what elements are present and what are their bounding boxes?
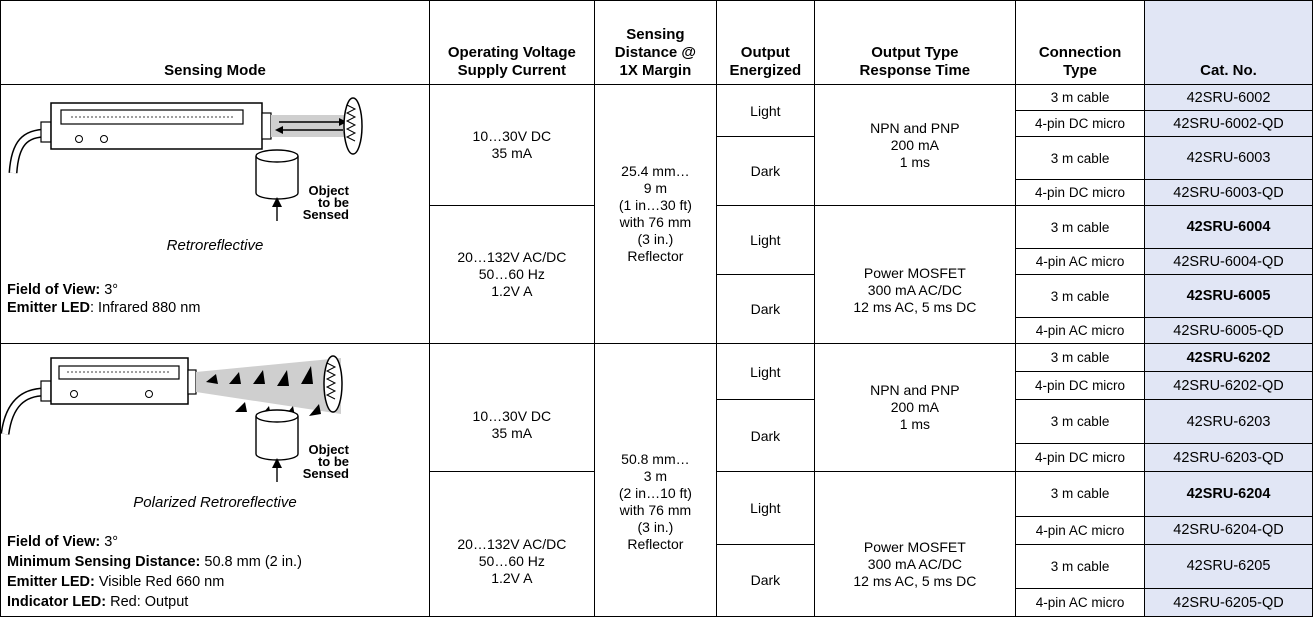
sensing-mode-cell: Object to be Sensed Retroreflective Fiel… (0, 84, 431, 344)
table-row: Object to be Sensed Polarized Retrorefle… (0, 342, 1313, 617)
connection-cell: 4-pin DC micro (1015, 443, 1146, 473)
catno-cell: 42SRU-6004 (1144, 205, 1313, 249)
product-table: Sensing Mode Operating Voltage Supply Cu… (0, 0, 1313, 618)
energized-cell: Dark (716, 398, 815, 473)
catno-cell: 42SRU-6202 (1144, 343, 1313, 372)
catno-cell: 42SRU-6002-QD (1144, 110, 1313, 137)
connection-cell: 4-pin AC micro (1015, 248, 1146, 275)
spec-emitter-led: Emitter LED: Infrared 880 nm (7, 300, 201, 316)
output-type-cell: NPN and PNP 200 mA 1 ms (813, 84, 1017, 206)
table-row: 4-pin AC micro 42SRU-6205-QD (1, 588, 1313, 617)
mode-name: Retroreflective (166, 237, 264, 254)
connection-cell: 3 m cable (1015, 471, 1146, 517)
table-row: 4-pin AC micro 42SRU-6204-QD (1, 515, 1313, 545)
polarized-retroreflective-diagram-icon (1, 355, 343, 482)
connection-cell: 4-pin AC micro (1015, 588, 1146, 617)
connection-cell: 4-pin AC micro (1015, 317, 1146, 344)
header-voltage: Operating Voltage Supply Current (429, 0, 595, 85)
catno-cell: 42SRU-6005 (1144, 274, 1313, 318)
sensing-mode-cell: Object to be Sensed Polarized Retrorefle… (0, 343, 431, 617)
voltage-cell: 20…132V AC/DC 50…60 Hz 1.2V A (429, 205, 595, 344)
output-type-cell: Power MOSFET 300 mA AC/DC 12 ms AC, 5 ms… (813, 471, 1017, 617)
header-sensing-mode: Sensing Mode (0, 0, 431, 85)
energized-cell: Light (716, 84, 815, 137)
header-connection: Connection Type (1015, 0, 1146, 85)
object-label: Object to be Sensed (302, 183, 349, 222)
connection-cell: 4-pin DC micro (1015, 110, 1146, 137)
table-row: 4-pin AC micro 42SRU-6005-QD (1, 317, 1313, 344)
table-row: Object to be Sensed Retroreflective Fiel… (0, 84, 1313, 344)
retroreflective-diagram-icon (8, 97, 363, 221)
connection-cell: 3 m cable (1015, 543, 1146, 590)
catno-cell: 42SRU-6203-QD (1144, 443, 1313, 473)
catno-cell: 42SRU-6205 (1144, 543, 1313, 590)
header-distance: Sensing Distance @ 1X Margin (593, 0, 718, 85)
header-energized: Output Energized (716, 0, 815, 85)
table-row: 4-pin DC micro 42SRU-6002-QD (1, 110, 1313, 137)
voltage-cell: 10…30V DC 35 mA (429, 84, 595, 206)
spec-field-of-view: Field of View: 3° (7, 534, 119, 550)
energized-cell: Dark (716, 543, 815, 618)
mode-name: Polarized Retroreflective (133, 494, 297, 511)
table-row: 4-pin AC micro 42SRU-6004-QD (1, 248, 1313, 275)
energized-cell: Dark (716, 274, 815, 344)
energized-cell: Light (716, 471, 815, 545)
spec-indicator-led: Indicator LED: Red: Output (7, 594, 189, 610)
output-type-cell: Power MOSFET 300 mA AC/DC 12 ms AC, 5 ms… (813, 205, 1017, 344)
connection-cell: 4-pin AC micro (1015, 515, 1146, 545)
voltage-cell: 10…30V DC 35 mA (429, 342, 595, 473)
energized-cell: Light (716, 343, 815, 400)
energized-cell: Light (716, 205, 815, 275)
catno-cell: 42SRU-6203 (1144, 398, 1313, 445)
energized-cell: Dark (716, 136, 815, 206)
header-row: Sensing Mode Operating Voltage Supply Cu… (0, 0, 1313, 85)
spec-emitter-led: Emitter LED: Visible Red 660 nm (7, 574, 225, 590)
object-label: Object to be Sensed (302, 442, 349, 481)
catno-cell: 42SRU-6204-QD (1144, 515, 1313, 545)
table-row: Dark 3 m cable 42SRU-6203 (1, 398, 1313, 473)
table-row: Dark 3 m cable 42SRU-6003 (1, 136, 1313, 206)
table-row: 4-pin DC micro 42SRU-6003-QD (1, 179, 1313, 206)
connection-cell: 3 m cable (1015, 84, 1146, 111)
table-row: 4-pin DC micro 42SRU-6203-QD (1, 443, 1313, 473)
connection-cell: 3 m cable (1015, 398, 1146, 445)
connection-cell: 3 m cable (1015, 343, 1146, 372)
table-row: 4-pin DC micro 42SRU-6202-QD (1, 371, 1313, 400)
output-type-cell: NPN and PNP 200 mA 1 ms (813, 342, 1017, 473)
connection-cell: 3 m cable (1015, 136, 1146, 180)
catno-cell: 42SRU-6004-QD (1144, 248, 1313, 275)
table-row: Dark 3 m cable 42SRU-6005 (1, 274, 1313, 344)
connection-cell: 4-pin DC micro (1015, 371, 1146, 400)
table-row: Dark 3 m cable 42SRU-6205 (1, 543, 1313, 618)
voltage-cell: 20…132V AC/DC 50…60 Hz 1.2V A (429, 471, 595, 617)
catno-cell: 42SRU-6202-QD (1144, 371, 1313, 400)
distance-cell: 50.8 mm… 3 m (2 in…10 ft) with 76 mm (3 … (593, 343, 718, 617)
connection-cell: 3 m cable (1015, 205, 1146, 249)
connection-cell: 3 m cable (1015, 274, 1146, 318)
table-row: 20…132V AC/DC 50…60 Hz 1.2V A Light Powe… (1, 471, 1313, 617)
catno-cell: 42SRU-6204 (1144, 471, 1313, 517)
spec-min-distance: Minimum Sensing Distance: 50.8 mm (2 in.… (7, 554, 302, 570)
spec-field-of-view: Field of View: 3° (7, 282, 119, 298)
catno-cell: 42SRU-6003-QD (1144, 179, 1313, 206)
catno-cell: 42SRU-6005-QD (1144, 317, 1313, 344)
catno-cell: 42SRU-6002 (1144, 84, 1313, 111)
connection-cell: 4-pin DC micro (1015, 179, 1146, 206)
catno-cell: 42SRU-6205-QD (1144, 588, 1313, 617)
header-output-type: Output Type Response Time (813, 0, 1017, 85)
catno-cell: 42SRU-6003 (1144, 136, 1313, 180)
header-catno: Cat. No. (1144, 0, 1313, 85)
distance-cell: 25.4 mm… 9 m (1 in…30 ft) with 76 mm (3 … (593, 84, 718, 344)
